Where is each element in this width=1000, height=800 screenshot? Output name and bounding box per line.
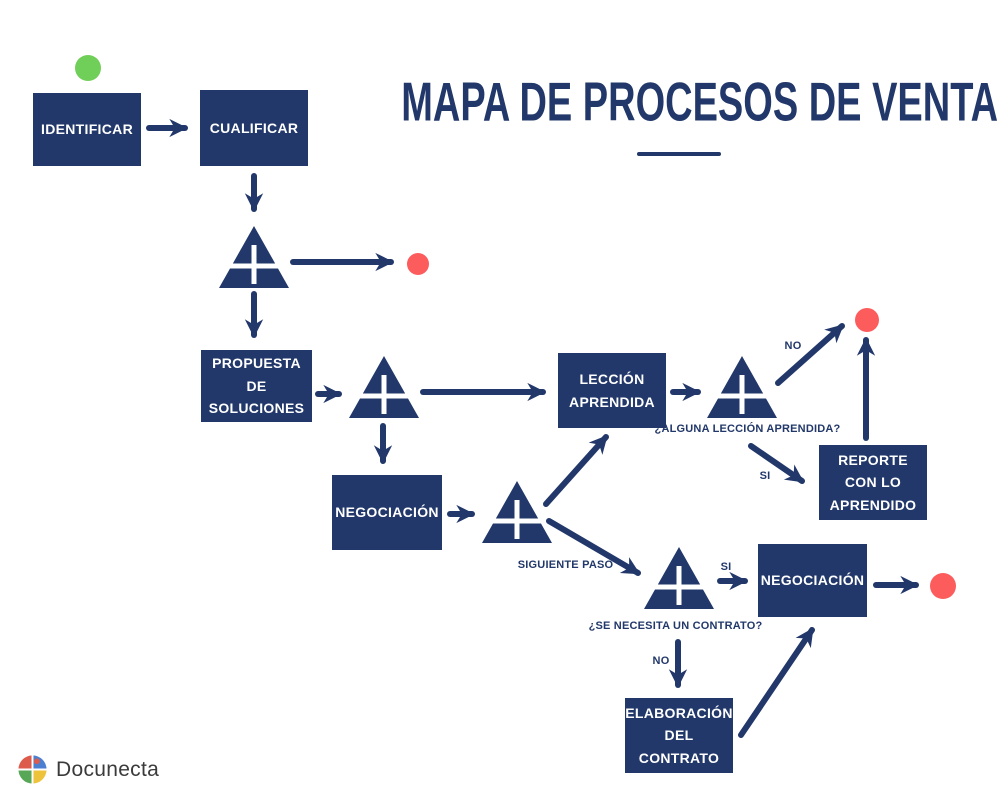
red-end-dot-icon: [407, 253, 429, 275]
arrow-connector3-to-connector4: [546, 518, 641, 576]
node-identificar: IDENTIFICAR: [33, 93, 141, 166]
label-no-branch: NO: [652, 655, 670, 667]
label-alguna-leccion-aprendida: ¿ALGUNA LECCIÓN APRENDIDA?: [654, 423, 841, 435]
red-end-dot-icon: [930, 573, 956, 599]
connector-triangle-plus-icon: [707, 356, 777, 418]
label-se-necesita-un-contrato: ¿SE NECESITA UN CONTRATO?: [588, 620, 763, 632]
label-no-branch: NO: [784, 340, 802, 352]
connector-triangle-plus-icon: [349, 356, 419, 418]
label-si-branch: SI: [720, 561, 732, 573]
page-title-text: MAPA DE PROCESOS DE VENTA: [401, 71, 999, 133]
arrow-connector5-si-to-reporte: [748, 443, 805, 484]
docunecta-puzzle-icon: [17, 754, 48, 785]
title-underline: [637, 152, 721, 156]
label-siguiente-paso: SIGUIENTE PASO: [517, 559, 614, 571]
node-reporte-con-lo-aprendido: REPORTE CON LO APRENDIDO: [819, 445, 927, 520]
connector-triangle-plus-icon: [482, 481, 552, 543]
connector-triangle-plus-icon: [219, 226, 289, 288]
node-elaboracion-del-contrato: ELABORACIÓN DEL CONTRATO: [625, 698, 733, 773]
arrow-connector3-to-leccion: [543, 434, 609, 507]
page-title: MAPA DE PROCESOS DE VENTA: [402, 68, 999, 136]
node-negociacion-final: NEGOCIACIÓN: [758, 544, 867, 617]
connector-triangle-plus-icon: [644, 547, 714, 609]
label-si-branch: SI: [759, 470, 771, 482]
node-leccion-aprendida: LECCIÓN APRENDIDA: [558, 353, 666, 428]
red-end-dot-icon: [855, 308, 879, 332]
arrow-connector5-no-to-end2: [775, 323, 845, 386]
node-negociacion: NEGOCIACIÓN: [332, 475, 442, 550]
arrow-elaboracion-to-negociacion-final: [738, 627, 815, 738]
docunecta-logo: Docunecta: [16, 753, 159, 786]
docunecta-logo-text: Docunecta: [56, 757, 160, 781]
node-cualificar: CUALIFICAR: [200, 90, 308, 166]
green-start-dot-icon: [75, 55, 101, 81]
node-propuesta-de-soluciones: PROPUESTA DE SOLUCIONES: [201, 350, 312, 422]
